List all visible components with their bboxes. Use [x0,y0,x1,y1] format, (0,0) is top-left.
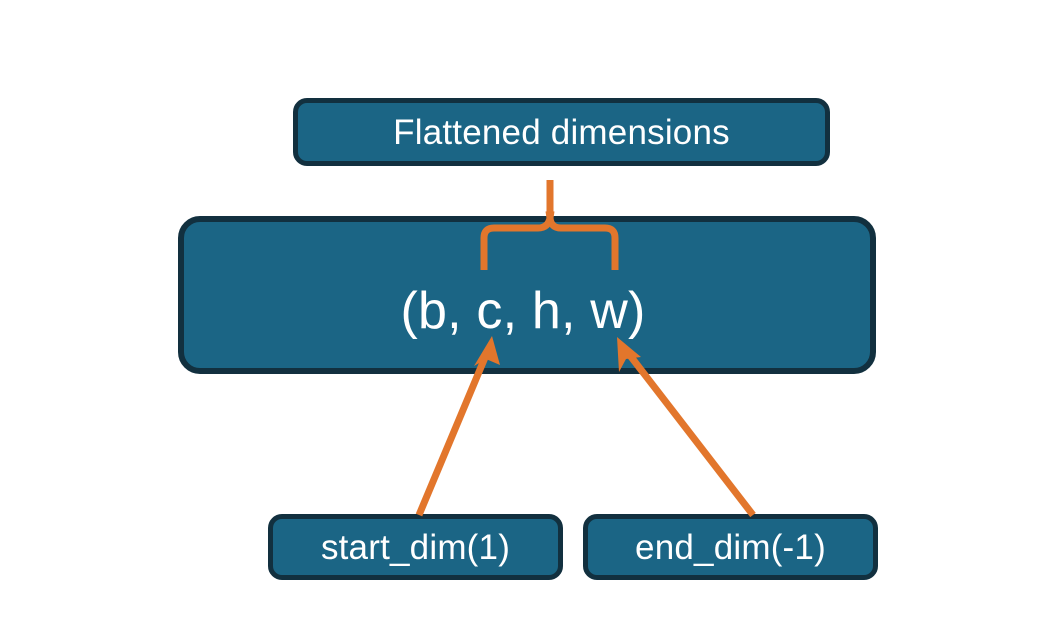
end-dim-label: end_dim(-1) [635,527,826,567]
end-dim-node: end_dim(-1) [583,514,878,580]
start-dim-label: start_dim(1) [320,527,511,567]
flattened-dimensions-node: Flattened dimensions [293,98,830,166]
flattened-dimensions-label: Flattened dimensions [393,112,730,152]
tensor-shape-tuple-node: (b, c, h, w) [178,216,876,374]
tensor-shape-tuple-label: (b, c, h, w) [400,282,646,340]
start-dim-node: start_dim(1) [268,514,563,580]
